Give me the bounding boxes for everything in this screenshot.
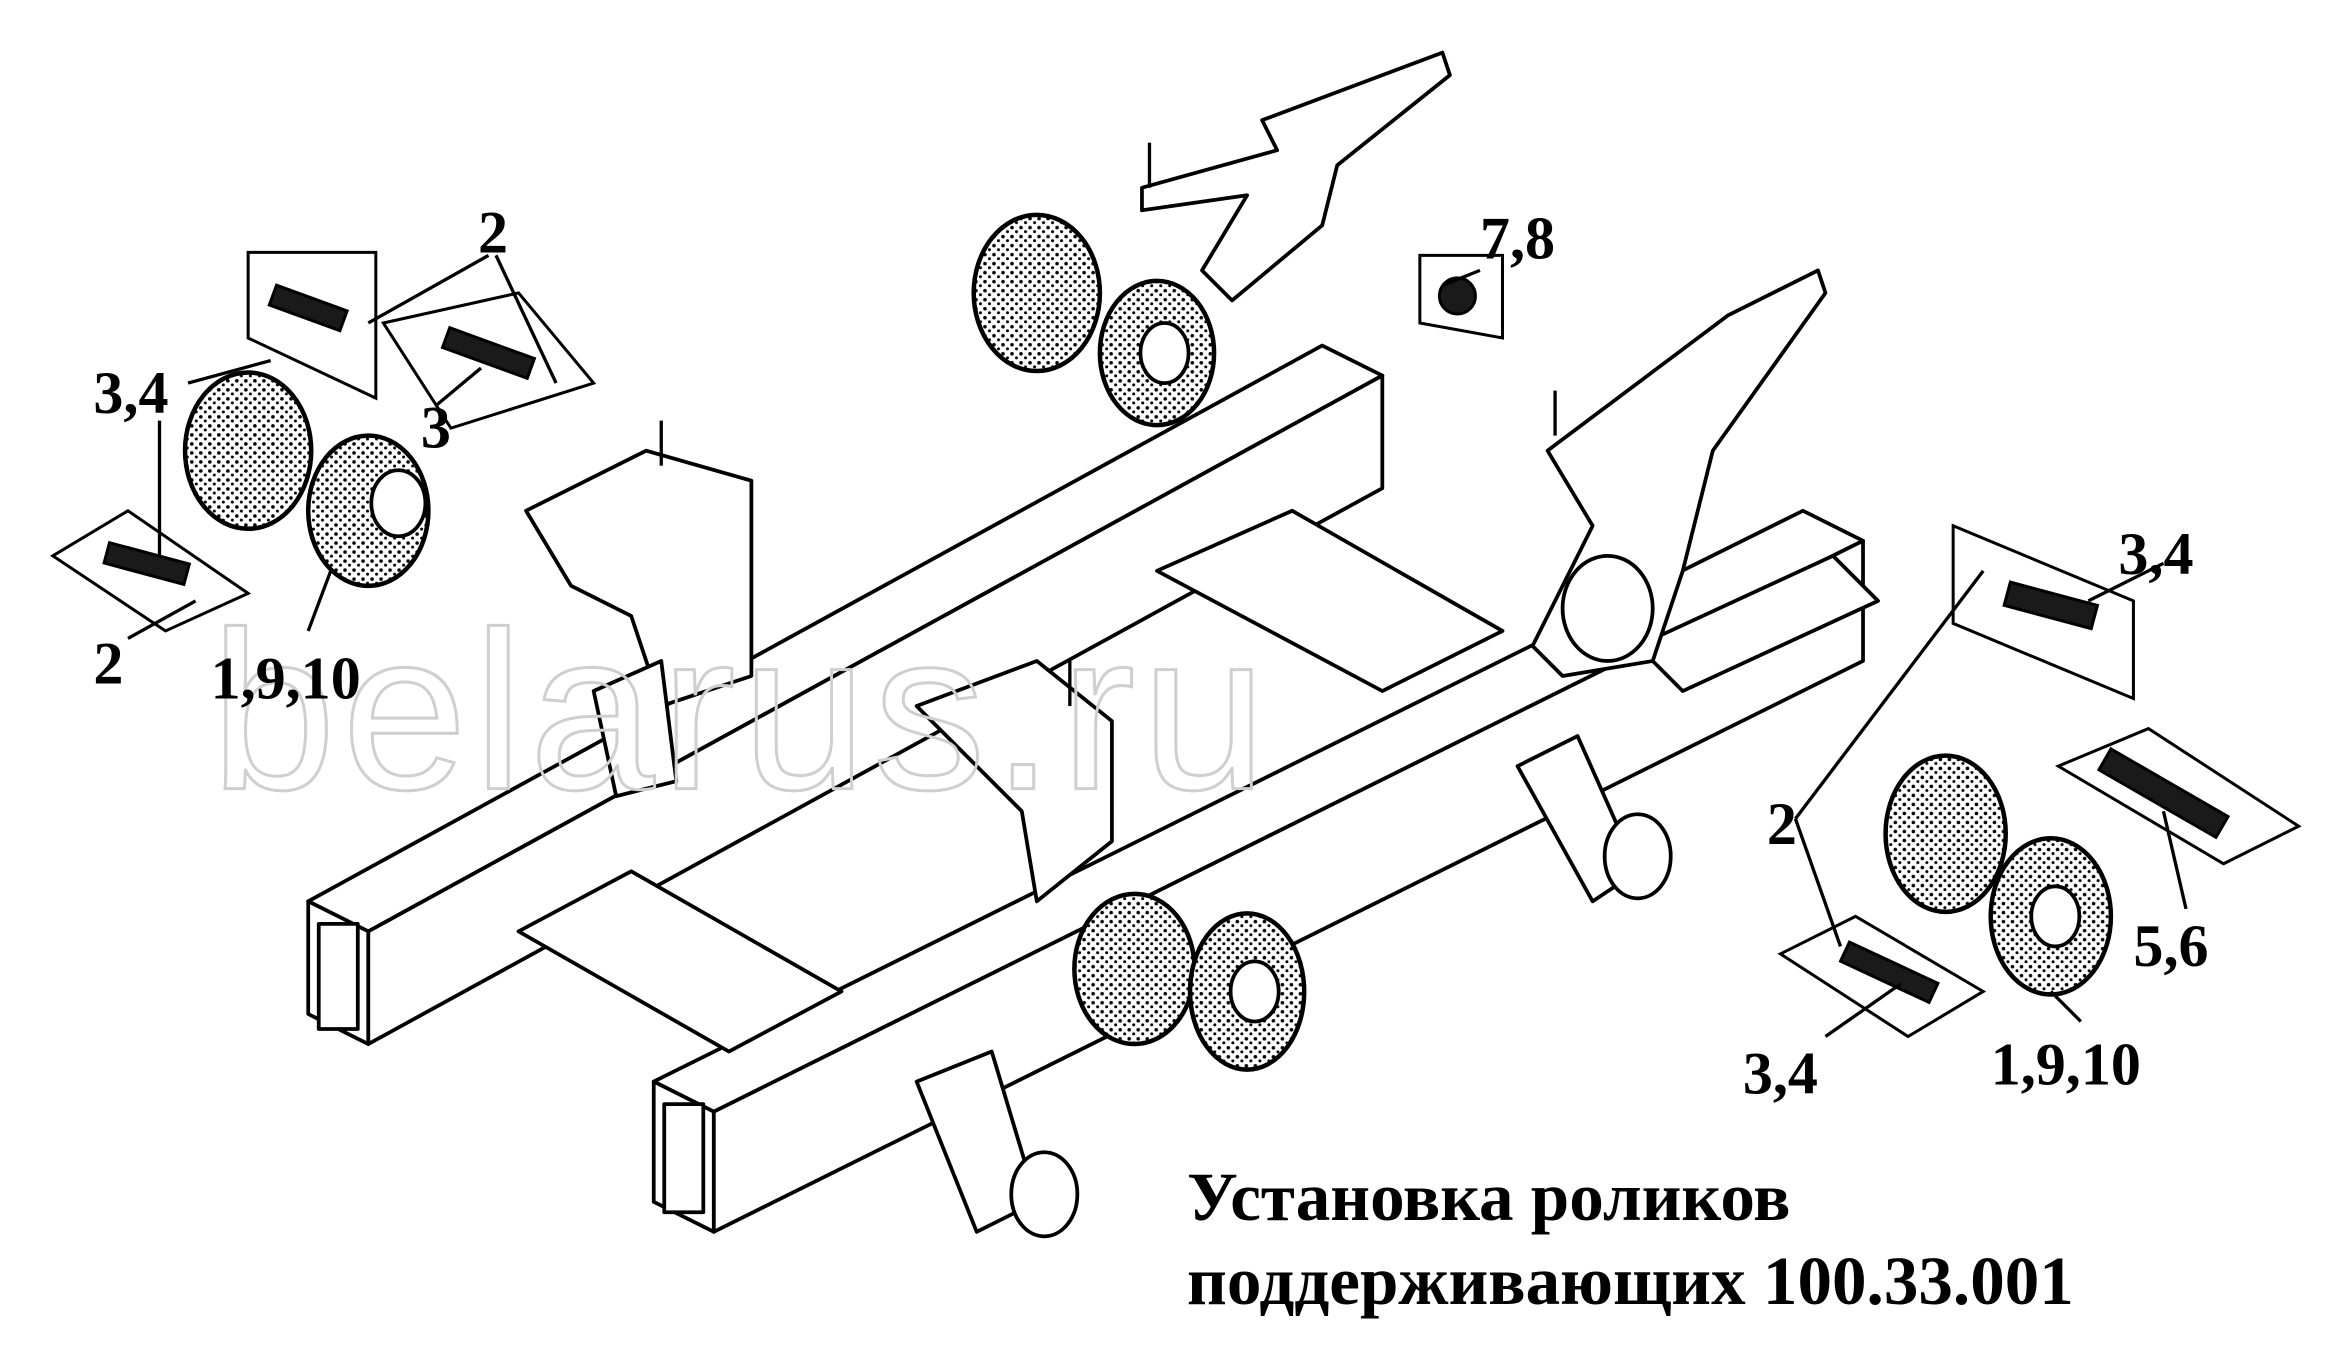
diagram-title-line2: поддерживающих 100.33.001	[1187, 1242, 2074, 1319]
rail-front-opening	[662, 1102, 706, 1215]
pivot-boss	[1009, 1150, 1080, 1239]
callout-5-6: 5,6	[2133, 912, 2208, 979]
fastener-callout-plates	[50, 250, 2302, 1039]
rollers	[182, 212, 2114, 1072]
bolt-icon	[102, 540, 192, 587]
callout-labels: 2 3,4 3 2 1,9,10 7,8 3,4 2 5,6 3,4 1,9,1…	[93, 198, 2208, 1106]
brackets	[524, 50, 1828, 904]
bolt-icon	[1838, 940, 1940, 1005]
pivot-boss	[1602, 812, 1673, 901]
callout-3-4: 3,4	[1743, 1040, 1818, 1107]
callout-2: 2	[478, 198, 508, 265]
bracket-left	[524, 448, 754, 708]
callout-3: 3	[421, 394, 451, 461]
roller-left	[182, 370, 431, 589]
callout-7-8: 7,8	[1480, 204, 1555, 271]
callout-3-4: 3,4	[93, 359, 168, 426]
cross-member-3	[1635, 553, 1880, 693]
roller-top	[971, 212, 1217, 428]
bolt-icon	[2002, 580, 2100, 631]
bolt-icon	[267, 283, 350, 333]
cross-member-2	[1155, 508, 1505, 693]
callout-1-9-10: 1,9,10	[211, 645, 361, 712]
frame	[306, 343, 1880, 1239]
callout-3-4: 3,4	[2118, 520, 2193, 587]
callout-2: 2	[93, 630, 123, 697]
leader-lines	[127, 253, 2188, 1038]
bracket-center	[914, 659, 1114, 904]
callout-1-9-10: 1,9,10	[1991, 1031, 2141, 1098]
bracket-top	[1140, 50, 1452, 303]
roller-right	[1883, 753, 2114, 997]
cross-member-1	[516, 869, 844, 1054]
flange	[1560, 553, 1655, 663]
bolt-icon	[440, 325, 537, 381]
rail-front-side	[711, 538, 1865, 1234]
bolt-icon	[2096, 746, 2231, 840]
callout-2: 2	[1767, 790, 1797, 857]
roller-center	[1072, 891, 1307, 1072]
rail-rear-opening	[316, 921, 360, 1031]
bracket-left-plate	[591, 659, 679, 799]
watermark: belarus.ru	[211, 585, 1273, 837]
diagram-title-line1: Установка роликов	[1187, 1158, 1790, 1235]
